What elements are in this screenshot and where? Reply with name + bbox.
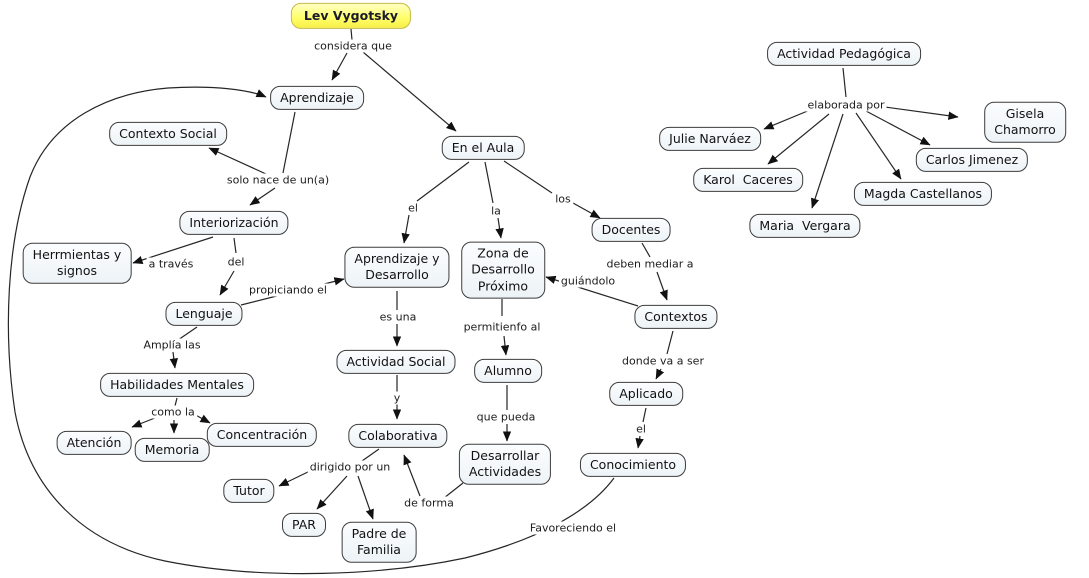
edge-debenmediar-contextos: [656, 271, 668, 301]
edge-el-aprendizajedesarrollo: [401, 214, 410, 244]
node-colaborativa[interactable]: Colaborativa: [348, 423, 448, 449]
node-aprendizaje-desarrollo[interactable]: Aprendizaje y Desarrollo: [344, 246, 450, 288]
edge-label-solo-nace[interactable]: solo nace de un(a): [224, 173, 332, 187]
edge-lenguaje-amplialas: [177, 326, 198, 341]
edge-consideraque-enelaula: [362, 51, 457, 132]
edge-label-donde-va-a-ser[interactable]: donde va a ser: [620, 354, 706, 368]
edge-deforma-colaborativa: [403, 454, 421, 497]
edge-dirigido-padrefamilia: [357, 475, 374, 520]
edge-elaborada-karol: [767, 113, 830, 165]
edge-colaborativa-dirigido: [361, 448, 380, 462]
node-alumno[interactable]: Alumno: [474, 358, 542, 384]
edge-consideraque-aprendizaje: [331, 52, 348, 81]
edge-elaborada-carlos: [865, 110, 931, 146]
edge-label-a-traves[interactable]: a través: [146, 257, 196, 271]
edge-enelaula-la: [484, 161, 494, 204]
edge-enelaula-los: [503, 160, 553, 194]
edge-label-elaborada-por[interactable]: elaborada por: [805, 98, 887, 112]
node-gisela-chamorro[interactable]: Gisela Chamorro: [984, 101, 1066, 143]
node-aplicado[interactable]: Aplicado: [609, 381, 683, 407]
node-padre-familia[interactable]: Padre de Familia: [341, 521, 417, 563]
node-julie-narvaez[interactable]: Julie Narváez: [659, 126, 761, 152]
edge-elaborada-maria: [811, 113, 844, 209]
edge-label-considera-que[interactable]: considera que: [312, 39, 394, 53]
edge-desarrollar-deforma: [443, 482, 464, 499]
node-actividad-social[interactable]: Actividad Social: [336, 349, 456, 375]
node-habilidades-mentales[interactable]: Habilidades Mentales: [100, 372, 254, 398]
edge-label-favoreciendo-el[interactable]: Favoreciendo el: [527, 521, 619, 535]
node-desarrollar-actividades[interactable]: Desarrollar Actividades: [458, 443, 552, 485]
edge-label-propiciando-el[interactable]: propiciando el: [247, 283, 329, 297]
edge-label-es-una[interactable]: es una: [377, 310, 419, 324]
node-concentracion[interactable]: Concentración: [206, 422, 318, 448]
node-maria-vergara[interactable]: Maria Vergara: [749, 213, 861, 239]
edge-permitienfo-alumno: [500, 335, 510, 356]
edge-aprendizaje-solonace: [282, 111, 296, 174]
edge-los-docentes: [572, 202, 601, 219]
edge-solonace-interiorizacion: [249, 187, 276, 206]
edge-label-el-aplicado[interactable]: el: [634, 422, 648, 436]
edge-dondeva-aplicado: [655, 368, 665, 380]
node-par[interactable]: PAR: [282, 512, 326, 538]
edge-elaborada-julie: [763, 109, 811, 130]
edge-dirigido-tutor: [278, 469, 313, 487]
edge-label-y[interactable]: y: [391, 391, 403, 405]
edge-conocimiento-aprendizaje-favoreciendo: [7, 86, 615, 575]
node-magda-castellanos[interactable]: Magda Castellanos: [853, 181, 993, 207]
edge-label-dirigido-por-un[interactable]: dirigido por un: [307, 460, 393, 474]
edge-docentes-debenmediar: [641, 242, 651, 258]
node-atencion[interactable]: Atención: [56, 430, 132, 456]
edge-la-zona: [495, 217, 504, 239]
node-memoria[interactable]: Memoria: [134, 437, 210, 463]
node-karol-caceres[interactable]: Karol Caceres: [693, 167, 803, 193]
node-lenguaje[interactable]: Lenguaje: [165, 301, 243, 327]
node-actividad-pedagogica[interactable]: Actividad Pedagógica: [767, 41, 921, 67]
node-docentes[interactable]: Docentes: [591, 217, 671, 243]
node-aprendizaje[interactable]: Aprendizaje: [270, 85, 364, 111]
node-tutor[interactable]: Tutor: [223, 478, 275, 504]
edge-label-de-forma[interactable]: de forma: [402, 496, 456, 510]
edge-interiorizacion-herramientas: [132, 236, 214, 265]
node-interiorizacion[interactable]: Interiorización: [179, 210, 289, 236]
edge-enelaula-el: [416, 161, 470, 202]
edge-label-permitienfo-al[interactable]: permitienfo al: [461, 320, 543, 334]
node-conocimiento[interactable]: Conocimiento: [579, 452, 687, 478]
node-contextos[interactable]: Contextos: [634, 304, 718, 330]
edge-aplicado-el: [642, 407, 647, 423]
node-carlos-jimenez[interactable]: Carlos Jimenez: [915, 147, 1029, 173]
edge-amplialas-habilidades: [169, 351, 178, 369]
edge-label-el-aula[interactable]: el: [406, 201, 420, 215]
node-en-el-aula[interactable]: En el Aula: [441, 135, 525, 161]
node-contexto-social[interactable]: Contexto Social: [109, 121, 227, 147]
edge-label-la-aula[interactable]: la: [489, 204, 503, 218]
edge-del-lenguaje: [219, 270, 235, 296]
edge-el-conocimiento: [635, 435, 644, 449]
edge-levvygotsky-label: [350, 28, 353, 41]
edge-label-los-aula[interactable]: los: [553, 192, 573, 206]
edge-dirigido-par: [316, 475, 348, 510]
edge-label-guiandolo[interactable]: guiándolo: [558, 274, 618, 288]
edge-label-como-la[interactable]: como la: [149, 405, 197, 419]
edge-elaborada-magda: [855, 112, 902, 180]
edge-actividadpedagogica-elaborada: [842, 67, 847, 98]
edge-habilidades-comola: [174, 397, 178, 407]
edge-elaborada-gisela: [884, 106, 959, 120]
node-lev-vygotsky[interactable]: Lev Vygotsky: [290, 2, 412, 30]
edge-label-que-pueda[interactable]: que pueda: [474, 410, 538, 424]
node-herramientas-signos[interactable]: Herrmientas y signos: [22, 242, 132, 284]
edge-interiorizacion-del: [233, 237, 237, 254]
edge-contextos-dondeva: [666, 330, 674, 355]
edge-label-amplia-las[interactable]: Amplía las: [141, 338, 203, 352]
edge-label-del[interactable]: del: [225, 255, 247, 269]
edge-label-deben-mediar-a[interactable]: deben mediar a: [604, 257, 696, 271]
node-zona-desarrollo-proximo[interactable]: Zona de Desarrollo Próximo: [461, 241, 545, 299]
